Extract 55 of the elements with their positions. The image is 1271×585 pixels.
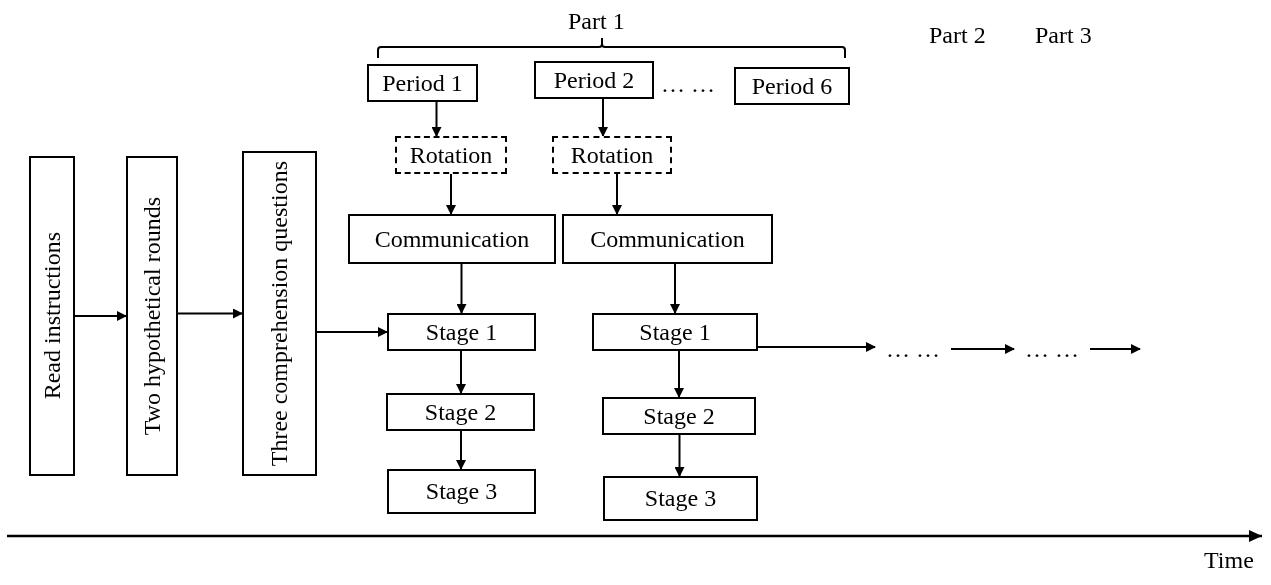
arrow bbox=[431, 101, 442, 137]
stage-box bbox=[602, 397, 756, 435]
arrow bbox=[670, 263, 680, 314]
arrow bbox=[316, 327, 388, 337]
arrow bbox=[598, 98, 608, 137]
node-label: Rotation bbox=[570, 141, 654, 169]
arrow bbox=[456, 263, 467, 314]
node-label: Stage 2 bbox=[643, 402, 715, 430]
node-label: Period 1 bbox=[382, 69, 463, 97]
arrow bbox=[446, 173, 456, 215]
arrow bbox=[674, 434, 685, 477]
ellipsis-text: … … bbox=[661, 71, 715, 98]
node-label: Stage 3 bbox=[425, 478, 498, 505]
vertical-process-box bbox=[29, 156, 75, 476]
stage-box bbox=[592, 313, 758, 351]
ellipsis-text: … … bbox=[886, 335, 940, 363]
arrow bbox=[950, 344, 1015, 354]
stage-box bbox=[603, 476, 758, 521]
period-box bbox=[534, 61, 654, 99]
rotation-box bbox=[395, 136, 507, 174]
arrow bbox=[456, 430, 466, 470]
period-box bbox=[734, 67, 850, 105]
arrow bbox=[1089, 344, 1141, 354]
arrow bbox=[456, 350, 466, 394]
node-label: Period 6 bbox=[751, 72, 833, 100]
communication-box bbox=[562, 214, 773, 264]
node-label: Communication bbox=[374, 225, 530, 253]
node-label: Two hypothetical rounds bbox=[138, 196, 166, 436]
stage-box bbox=[387, 313, 536, 351]
node-label: Stage 3 bbox=[644, 485, 717, 512]
ellipsis-text: … … bbox=[1025, 335, 1079, 363]
group-label: Part 1 bbox=[568, 8, 625, 35]
arrow bbox=[74, 311, 127, 321]
arrow bbox=[177, 308, 243, 319]
stage-box bbox=[386, 393, 535, 431]
vertical-process-box bbox=[242, 151, 317, 476]
period-box bbox=[367, 64, 478, 102]
vertical-process-box bbox=[126, 156, 178, 476]
rotation-box bbox=[552, 136, 672, 174]
arrow bbox=[674, 350, 684, 398]
group-label: Part 2 bbox=[929, 22, 986, 49]
node-label: Read instructions bbox=[38, 232, 66, 400]
node-label: Stage 1 bbox=[639, 318, 711, 346]
stage-box bbox=[387, 469, 536, 514]
arrow bbox=[757, 342, 876, 352]
node-label: Communication bbox=[590, 225, 745, 253]
node-label: Stage 1 bbox=[425, 318, 498, 346]
node-label: Three comprehension questions bbox=[266, 160, 293, 467]
group-label: Part 3 bbox=[1035, 22, 1092, 49]
node-label: Rotation bbox=[409, 141, 493, 169]
node-label: Period 2 bbox=[553, 66, 635, 94]
axis-label: Time bbox=[1204, 547, 1254, 574]
node-label: Stage 2 bbox=[424, 398, 497, 426]
arrow bbox=[612, 173, 622, 215]
communication-box bbox=[348, 214, 556, 264]
